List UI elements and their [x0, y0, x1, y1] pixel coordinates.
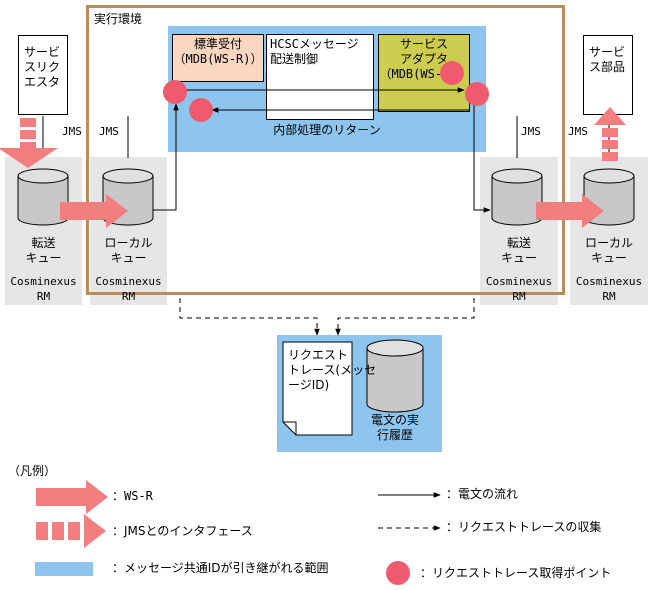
execution-environment-box [86, 5, 565, 295]
right-local-queue-label: ローカル キュー [584, 236, 633, 265]
jms-label-2: JMS [99, 125, 119, 138]
right-local-rm-label: Cosminexus RM [575, 275, 643, 303]
legend-heading: （凡例） [8, 464, 57, 478]
left-transfer-queue-cylinder [17, 168, 69, 226]
internal-return-label: 内部処理のリターン [273, 123, 381, 137]
jms-label-3: JMS [521, 125, 541, 138]
execution-history-label: 電文の実 行履歴 [370, 413, 419, 442]
left-local-rm-label: Cosminexus RM [95, 275, 162, 303]
standard-receiver-box: 標準受付 （MDB(WS-R)） [172, 34, 264, 82]
right-transfer-queue-cylinder [491, 168, 543, 226]
service-component-box: サービ ス部品 [583, 35, 633, 115]
legend-jms-arrow [36, 514, 106, 548]
trace-collect-left [179, 298, 320, 336]
legend-trace-label: ：リクエストトレースの収集 [446, 520, 602, 534]
request-trace-document [282, 341, 353, 436]
legend-trace-point-label: ：リクエストトレース取得ポイント [420, 566, 612, 580]
jms-label-1: JMS [62, 125, 82, 138]
service-requester-box: サービ スリク エスタ [18, 35, 68, 115]
right-transfer-rm-label: Cosminexus RM [485, 275, 553, 303]
execution-history-cylinder [366, 339, 424, 413]
trace-point-adapter-in [440, 61, 464, 85]
left-transfer-queue-label: 転送 キュー [25, 236, 62, 265]
jms-arrow-down [0, 118, 58, 168]
right-transfer-queue-label: 転送 キュー [500, 236, 537, 265]
wsr-arrow-left [60, 194, 128, 228]
flow-adapter-to-queue [473, 100, 491, 213]
left-local-queue-label: ローカル キュー [104, 236, 153, 265]
trace-point-adapter-out [465, 82, 489, 106]
jms-label-4: JMS [568, 125, 588, 138]
legend-jms-label: ：JMSとのインタフェース [112, 524, 253, 538]
legend-range-swatch [35, 562, 93, 576]
wsr-arrow-right [536, 194, 604, 228]
legend-trace-point [386, 561, 410, 585]
legend-range-label: ：メッセージ共通IDが引き継がれる範囲 [112, 561, 329, 575]
environment-label: 実行環境 [94, 12, 143, 26]
trace-point-receiver-in [163, 80, 187, 104]
trace-collect-right [335, 298, 475, 336]
left-transfer-rm-label: Cosminexus RM [10, 275, 77, 303]
flow-local-to-receiver [153, 103, 179, 211]
hcsc-control-box: HCSCメッセージ 配送制御 [266, 34, 374, 120]
trace-point-receiver-out [189, 98, 213, 122]
legend-wsr-arrow [36, 480, 108, 514]
document-fold [283, 421, 297, 435]
legend-flow-label: ：電文の流れ [446, 487, 519, 501]
request-trace-label: リクエスト トレース(メッセ ージID) [288, 348, 377, 392]
legend-wsr-label: ：WS-R [112, 489, 153, 503]
jms-arrow-up [594, 107, 626, 161]
